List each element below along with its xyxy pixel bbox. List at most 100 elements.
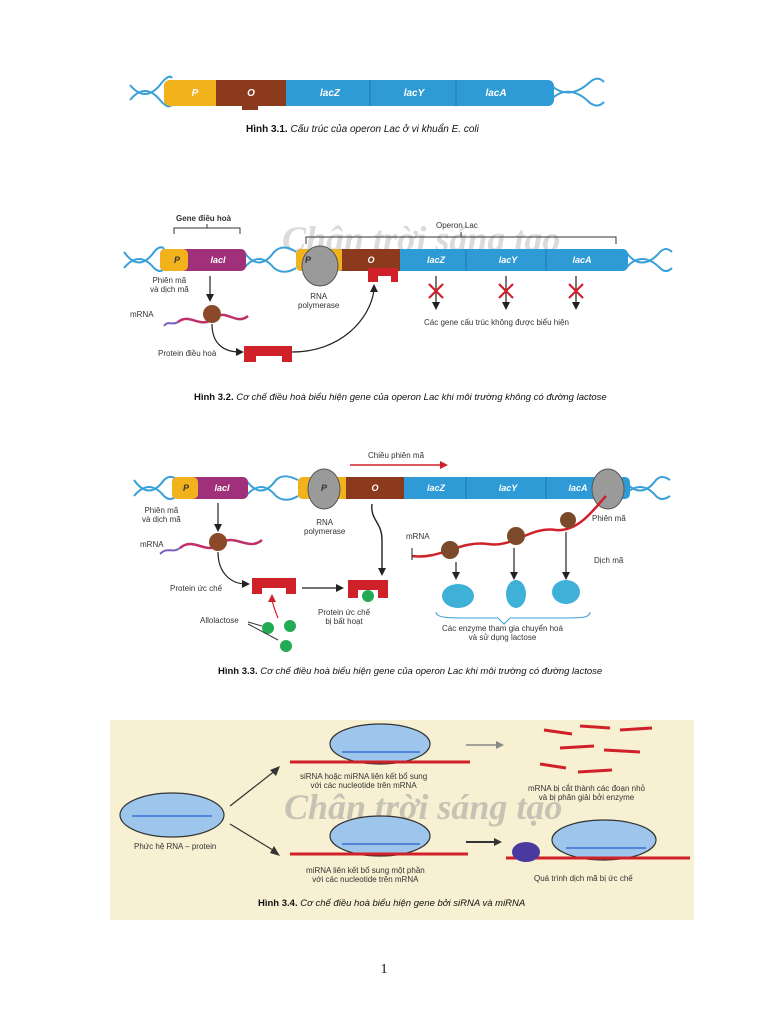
laci-label: lacI: [214, 483, 230, 493]
laci-label: lacI: [210, 255, 226, 265]
promoter-segment: [164, 80, 220, 106]
enzyme-icon: [442, 580, 580, 608]
dna-helix: [133, 475, 671, 501]
laca-label: lacA: [572, 255, 592, 265]
block-x-icon: [428, 283, 584, 299]
figure-3-3-caption: Hình 3.3. Cơ chế điều hoà biểu hiện gene…: [218, 666, 602, 677]
inhibition-label: Quá trình dịch mã bị ức chế: [534, 874, 633, 883]
page-number: 1: [380, 962, 388, 977]
transcription-label: Phiên mã: [592, 514, 626, 523]
mrna-label: mRNA: [140, 540, 164, 549]
regulator-promoter: [160, 249, 188, 271]
figure-3-2-diagram: [123, 224, 673, 362]
operon-operator: [346, 477, 404, 499]
label-line: [247, 621, 263, 627]
caption-number: Hình 3.2.: [194, 392, 234, 403]
polypeptide: [159, 547, 181, 555]
lacz-label: lacZ: [319, 87, 340, 99]
sirna-complex-icon: [329, 723, 431, 765]
lacy-label: lacY: [498, 255, 518, 265]
repressor-bound: [368, 268, 398, 282]
figure-3-3-diagram: [133, 461, 671, 652]
arrow-head: [440, 461, 448, 469]
binding-arrow: [291, 289, 375, 353]
operator-label: O: [371, 483, 379, 493]
mirna-complex-icon: [329, 815, 431, 857]
allolactose-icon: [262, 620, 296, 652]
caption-number: Hình 3.4.: [258, 898, 298, 909]
enzymes-bracket: [435, 611, 591, 625]
translation-label: Dịch mã: [594, 556, 624, 565]
lacy-label: lacY: [403, 87, 425, 99]
operon-bracket: [305, 232, 617, 244]
figure-3-1-dna: [129, 75, 605, 110]
ribosome-icon: [512, 842, 540, 862]
regulator-gene-label: Gene điều hoà: [176, 214, 232, 223]
figure-3-2-caption: Hình 3.2. Cơ chế điều hoà biểu hiện gene…: [194, 392, 607, 403]
watermark: Chân trời sáng tạo: [284, 787, 563, 827]
rna-protein-complex-icon: [119, 792, 225, 838]
promoter-label: P: [191, 87, 199, 99]
caption-text: Cơ chế điều hoà biểu hiện gene của opero…: [236, 392, 607, 403]
rna-polymerase-icon: [301, 245, 339, 287]
rna-polymerase-label: RNA polymerase: [298, 292, 340, 311]
direction-label: Chiều phiên mã: [368, 451, 425, 460]
arrow-head: [270, 846, 280, 856]
operon-promoter-label: P: [320, 483, 327, 493]
arrow-head: [496, 741, 504, 749]
repressor-icon: [252, 578, 296, 594]
figure-3-4-caption: Hình 3.4. Cơ chế điều hoà biểu hiện gene…: [258, 898, 525, 909]
inactive-repressor-icon: [348, 580, 388, 598]
operator-label: O: [247, 87, 255, 99]
caption-text: Cấu trúc của operon Lac ở vi khuẩn E. co…: [290, 124, 479, 135]
not-expressed-label: Các gene cấu trúc không được biểu hiện: [424, 318, 569, 327]
regulator-bracket: [173, 224, 241, 234]
allolactose-bound-icon: [362, 590, 374, 602]
inactive-repressor-label: Protein ức chế bị bất hoạt: [318, 608, 371, 627]
lacz-label: lacZ: [426, 255, 445, 265]
cleavage-label: mRNA bị cắt thành các đoạn nhỏ và bị phâ…: [528, 784, 645, 803]
operon-operator: [342, 249, 400, 271]
arrow-head: [236, 348, 244, 356]
transcription-translation-label: Phiên mã và dịch mã: [150, 276, 189, 295]
arrow-upper: [229, 769, 277, 807]
operator-label: O: [367, 255, 375, 265]
dna-helix: [123, 246, 673, 273]
caption-text: Cơ chế điều hoà biểu hiện gene của opero…: [260, 666, 603, 677]
regulator-promoter: [172, 477, 198, 499]
arrow-lower: [229, 823, 277, 853]
mirna-label: miRNA liên kết bổ sung một phần với các …: [306, 866, 425, 885]
arrow-head: [370, 284, 378, 292]
sirna-label: siRNA hoặc miRNA liên kết bổ sung với cá…: [300, 772, 428, 791]
polypeptide: [163, 321, 179, 327]
lacz-label: lacZ: [426, 483, 445, 493]
figure-3-4-diagram: [119, 723, 690, 862]
caption-text: Cơ chế điều hoà biểu hiện gene bởi siRNA…: [300, 898, 526, 909]
arrow-head: [494, 838, 502, 846]
rna-polymerase-label: RNA polymerase: [304, 518, 346, 537]
mrna-label: mRNA: [130, 310, 154, 319]
blocked-complex-icon: [551, 819, 657, 861]
ribosome-icon: [441, 512, 576, 559]
label-line: [247, 623, 279, 641]
laca-label: lacA: [568, 483, 588, 493]
caption-number: Hình 3.3.: [218, 666, 258, 677]
dna-helix-left: [129, 75, 173, 108]
arrow-head: [268, 594, 276, 602]
repressor-label: Protein ức chế: [170, 584, 223, 593]
mrna-transcript-label: mRNA: [406, 532, 430, 541]
ribosome-icon: [203, 305, 221, 323]
arrow-head: [242, 580, 250, 588]
arrow-head: [214, 524, 222, 532]
release-arrow: [371, 503, 383, 572]
ribosome-icon: [209, 533, 227, 551]
mrna-fragments-icon: [539, 724, 653, 774]
regulator-promoter-label: P: [173, 255, 180, 265]
regulatory-protein-label: Protein điều hoà: [158, 349, 217, 358]
allolactose-label: Allolactose: [200, 616, 239, 625]
complex-label: Phức hệ RNA – protein: [134, 842, 217, 851]
lacy-label: lacY: [498, 483, 518, 493]
figure-3-1-caption: Hình 3.1. Cấu trúc của operon Lac ở vi k…: [246, 124, 479, 135]
operator-segment: [216, 80, 286, 106]
dna-helix-right: [547, 77, 605, 107]
